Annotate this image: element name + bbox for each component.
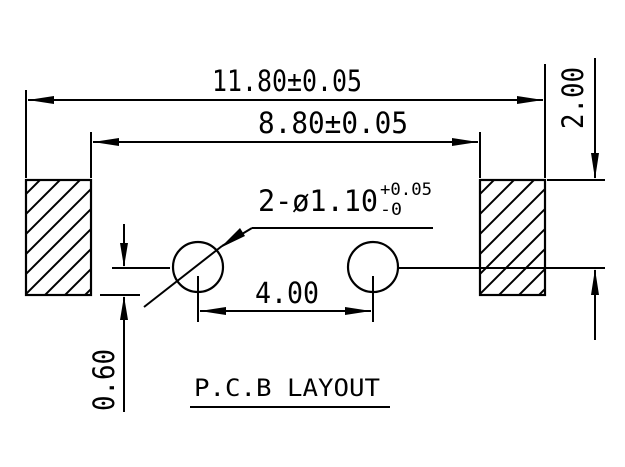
hole-pitch-label: 4.00 xyxy=(255,276,319,310)
pad-height-dimension: 2.00 xyxy=(547,58,605,340)
arrowhead-down xyxy=(120,243,128,267)
overall-width-dimension: 11.80±0.05 xyxy=(25,64,546,178)
arrowhead-up xyxy=(120,296,128,320)
hole-callout-lower-tolerance: -0 xyxy=(380,200,402,220)
inner-width-dimension: 8.80±0.05 xyxy=(90,106,481,178)
left-pad xyxy=(24,178,93,297)
arrowhead-left xyxy=(93,138,119,146)
right-pad-outline xyxy=(478,178,547,297)
arrowhead-right xyxy=(345,307,371,315)
arrowhead-right xyxy=(452,138,478,146)
arrowhead-left xyxy=(200,307,226,315)
drawing-caption: P.C.B LAYOUT xyxy=(190,374,390,408)
pad-height-label: 2.00 xyxy=(556,67,590,129)
right-pad xyxy=(478,178,547,297)
hole-diameter-callout: 2-ø1.10 +0.05 -0 xyxy=(143,180,433,308)
arrowhead-right xyxy=(517,96,543,104)
hole-callout-main: 2-ø1.10 xyxy=(258,184,378,218)
arrowhead-up xyxy=(591,269,599,295)
right-pad-hatching xyxy=(480,180,545,295)
arrowhead-down xyxy=(591,153,599,179)
left-pad-outline xyxy=(24,178,93,297)
hole-pitch-dimension: 4.00 xyxy=(197,276,374,322)
overall-width-label: 11.80±0.05 xyxy=(212,64,362,98)
caption-text: P.C.B LAYOUT xyxy=(194,374,380,402)
diameter-leader-diagonal xyxy=(143,245,223,308)
hole-offset-label: 0.60 xyxy=(87,349,121,411)
inner-width-label: 8.80±0.05 xyxy=(258,106,408,140)
left-pad-hatching xyxy=(26,180,91,295)
hole-offset-dimension: 0.60 xyxy=(87,224,140,412)
hole-callout-upper-tolerance: +0.05 xyxy=(380,180,432,200)
arrowhead-diameter xyxy=(220,228,245,248)
arrowhead-left xyxy=(28,96,54,104)
